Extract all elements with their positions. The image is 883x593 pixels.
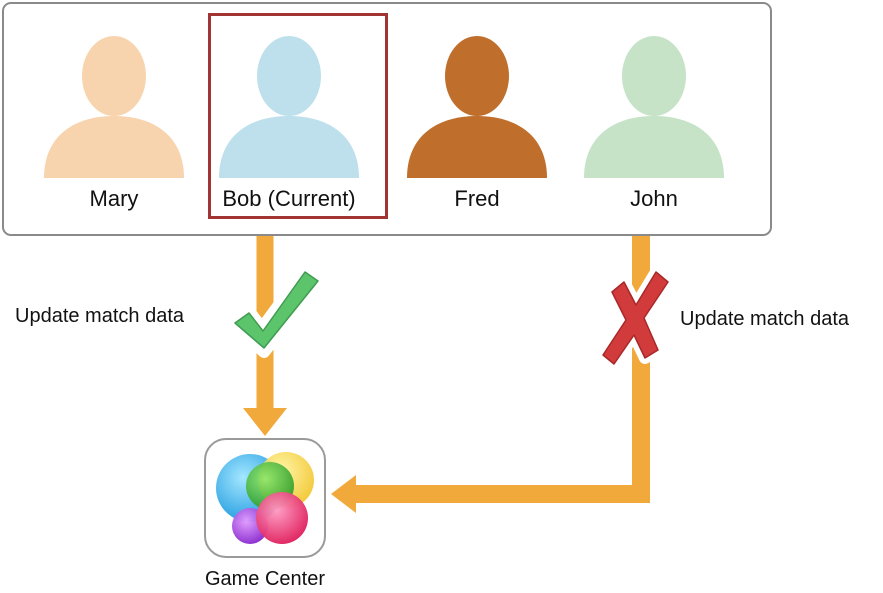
player-name: Mary — [89, 186, 139, 211]
player-mary[interactable]: Mary — [34, 14, 194, 224]
left-action-label: Update match data — [15, 305, 184, 327]
right-action-label: Update match data — [680, 308, 849, 330]
player-name: Fred — [454, 186, 500, 211]
person-icon — [407, 36, 547, 178]
person-icon — [44, 36, 184, 178]
person-icon — [584, 36, 724, 178]
player-name: Bob (Current) — [222, 186, 356, 211]
players-panel: Mary Bob (Current) Fred John — [2, 2, 772, 236]
game-center-label: Game Center — [204, 568, 326, 590]
player-john[interactable]: John — [574, 14, 734, 224]
person-icon — [219, 36, 359, 178]
player-bob[interactable]: Bob (Current) — [209, 14, 369, 224]
player-fred[interactable]: Fred — [397, 14, 557, 224]
checkmark-icon — [226, 262, 328, 358]
current-player-highlight — [208, 13, 388, 219]
cross-icon — [597, 266, 674, 370]
game-center-icon[interactable] — [204, 438, 326, 558]
player-name: John — [630, 186, 678, 211]
right-update-arrow — [331, 221, 650, 513]
game-center-bubbles — [216, 452, 314, 544]
